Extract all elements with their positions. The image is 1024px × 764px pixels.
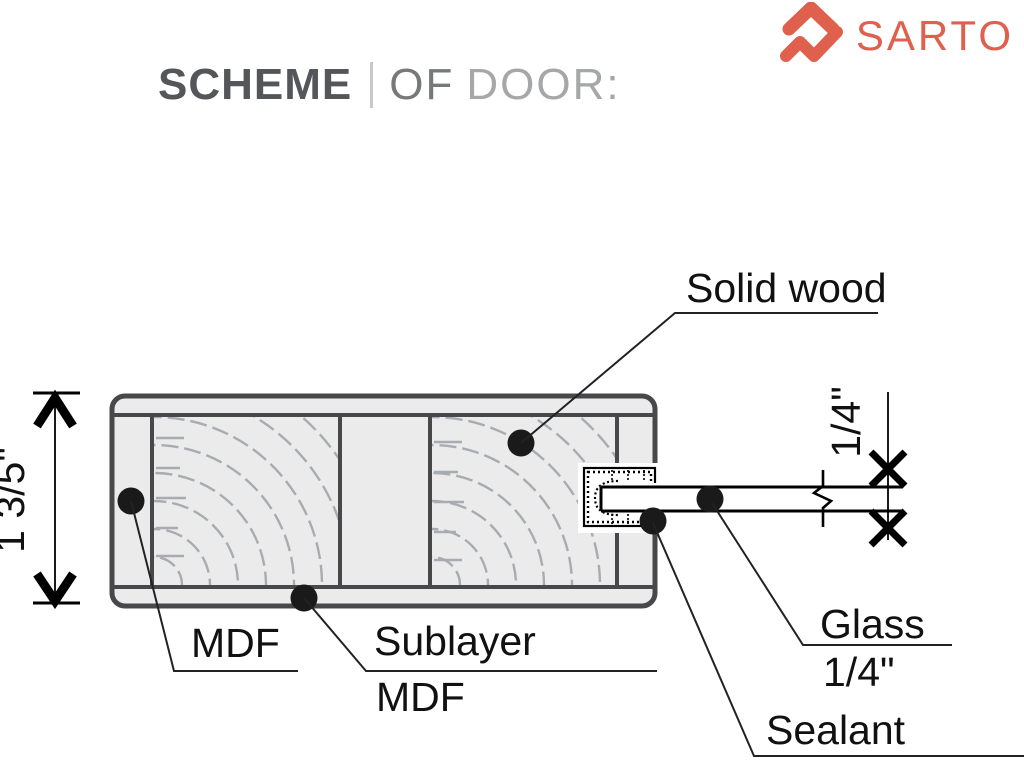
door-cross-section (109, 393, 658, 609)
wood-grain-panel-left (154, 417, 338, 585)
label-sublayer-line1: Sublayer (374, 618, 536, 664)
title-separator (370, 62, 374, 108)
page-title: SCHEME OF DOOR: (158, 60, 621, 110)
brand-header: SARTO (776, 1, 1014, 69)
wood-grain-panel-right (432, 417, 615, 585)
label-glass: Glass (820, 601, 925, 647)
door-thickness-value: 1 3/5" (0, 447, 33, 553)
label-mdf: MDF (191, 620, 280, 666)
sarto-logo-icon (776, 1, 846, 69)
label-sublayer-line2: MDF (376, 674, 465, 720)
dimension-door-thickness: 1 3/5" (0, 389, 80, 610)
glass-dot (696, 485, 724, 513)
title-secondary-of: OF (389, 60, 455, 109)
title-secondary-door: DOOR: (466, 60, 621, 109)
break-mark (811, 470, 834, 527)
brand-name: SARTO (855, 11, 1014, 59)
label-solid-wood: Solid wood (686, 265, 887, 311)
label-glass-size: 1/4" (823, 649, 895, 695)
leader-lines (130, 312, 1024, 757)
glass-thickness-value: 1/4" (823, 386, 869, 458)
sealant-dot (639, 507, 667, 535)
label-sealant: Sealant (766, 707, 906, 753)
dimension-glass-thickness: 1/4" (823, 386, 908, 548)
title-primary: SCHEME (158, 60, 353, 109)
